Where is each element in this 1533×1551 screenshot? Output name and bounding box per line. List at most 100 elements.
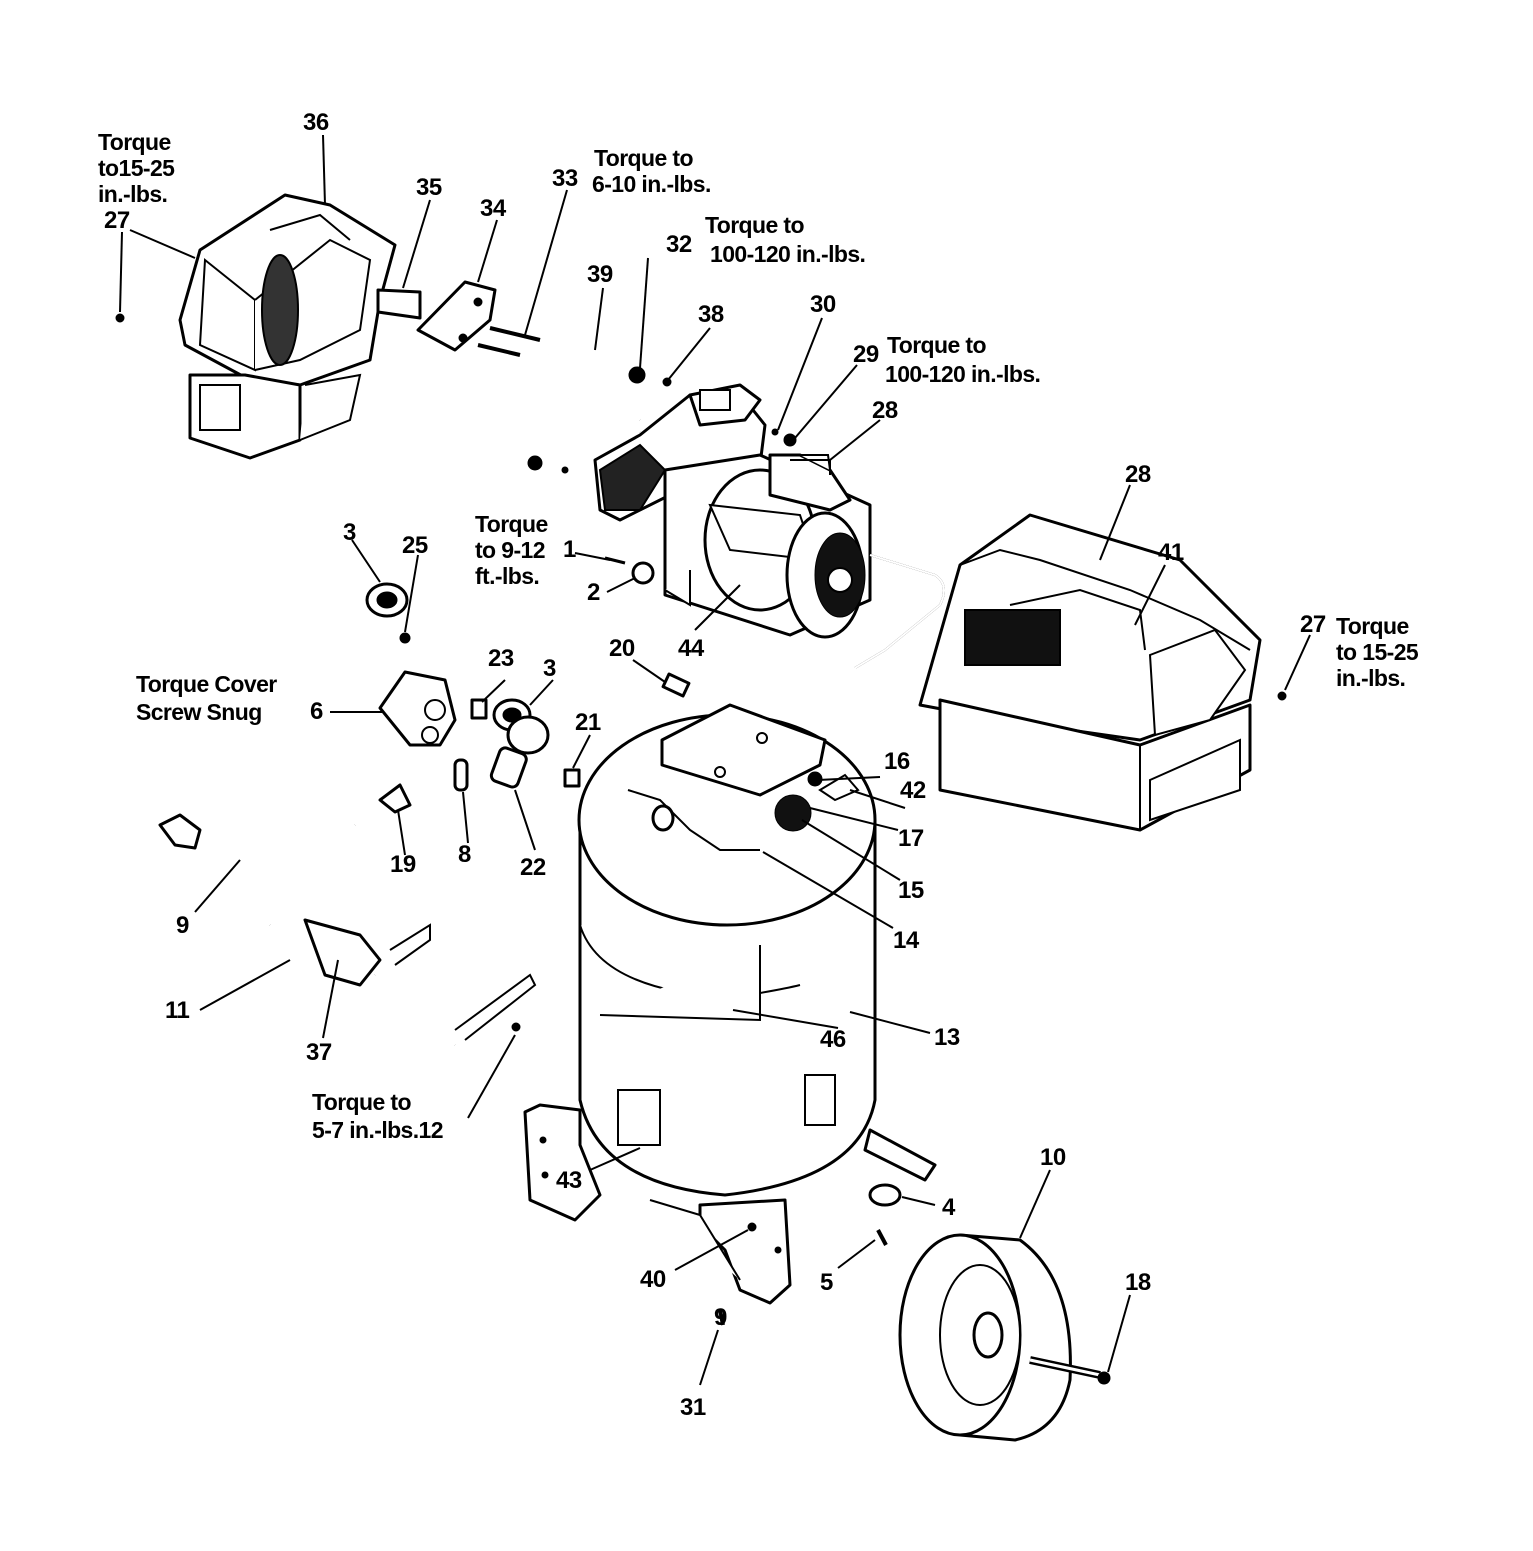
- callout-18: 18: [1125, 1269, 1151, 1296]
- callout-17: 17: [898, 825, 924, 852]
- callout-27-right: 27: [1300, 611, 1326, 638]
- part-29-nut: [783, 433, 797, 447]
- note-top-left-line2: to15-25: [98, 155, 175, 181]
- callout-35: 35: [416, 174, 442, 201]
- callout-2: 2: [587, 579, 600, 606]
- callout-6: 6: [310, 698, 323, 725]
- callout-46: 46: [820, 1026, 846, 1053]
- part-9-power-cord: [158, 813, 356, 882]
- note-right-line1: Torque: [1336, 613, 1409, 639]
- callout-34: 34: [480, 195, 507, 222]
- part-39-tube: [543, 347, 641, 422]
- callout-14: 14: [893, 927, 920, 954]
- part-30-pin: [771, 428, 779, 436]
- part-5-bolt: [876, 1229, 888, 1246]
- callout-22: 22: [520, 854, 546, 881]
- note-1-line3: ft.-lbs.: [475, 563, 539, 589]
- callout-15: 15: [898, 877, 924, 904]
- callout-38: 38: [698, 301, 724, 328]
- callout-43: 43: [556, 1167, 582, 1194]
- callout-21: 21: [575, 709, 601, 736]
- callout-20: 20: [609, 635, 635, 662]
- part-8-nipple: [453, 758, 469, 792]
- left-shroud-drawing: [178, 193, 397, 460]
- part-33-bolts: [477, 326, 541, 357]
- part-22-regulator: [489, 715, 550, 789]
- note-right-line3: in.-lbs.: [1336, 665, 1405, 691]
- callout-9: 9: [176, 912, 189, 939]
- callout-44: 44: [678, 635, 705, 662]
- tank-drawing: [577, 703, 877, 1197]
- part-23-plug: [470, 698, 488, 720]
- note-top-left-line3: in.-lbs.: [98, 181, 167, 207]
- callout-27-left: 27: [104, 207, 130, 234]
- part-4-foot: [868, 1183, 902, 1207]
- callout-33: 33: [552, 165, 578, 192]
- callout-11: 11: [165, 997, 190, 1024]
- callout-25: 25: [402, 532, 428, 559]
- callout-5: 5: [820, 1269, 833, 1296]
- callout-29: 29: [853, 341, 879, 368]
- part-19-valve: [378, 783, 412, 814]
- callout-8: 8: [458, 841, 471, 868]
- note-top-left-line1: Torque: [98, 129, 171, 155]
- part-20-clip: [661, 672, 691, 698]
- callout-19: 19: [390, 851, 416, 878]
- part-31-bolt: [718, 1309, 725, 1326]
- note-32-line2: 100-120 in.-lbs.: [710, 241, 865, 267]
- part-3-fitting-upper: [365, 582, 409, 618]
- note-12-line1: Torque to: [312, 1089, 411, 1115]
- callout-4: 4: [942, 1194, 956, 1221]
- part-27-screw-left: [115, 313, 125, 323]
- part-35-plate: [376, 288, 422, 320]
- note-29-line2: 100-120 in.-lbs.: [885, 361, 1040, 387]
- part-11-handle: [259, 895, 537, 1046]
- part-2-nut: [631, 561, 655, 585]
- callout-28-shroud: 28: [1125, 461, 1151, 488]
- note-1-line2: to 9-12: [475, 537, 545, 563]
- callout-3-lower: 3: [543, 655, 556, 682]
- note-right-line2: to 15-25: [1336, 639, 1419, 665]
- callout-3-upper: 3: [343, 519, 356, 546]
- callout-42: 42: [900, 777, 926, 804]
- note-12-line2: 5-7 in.-lbs.12: [312, 1117, 443, 1143]
- callout-31: 31: [680, 1394, 706, 1421]
- tank-base-drawing: [523, 1103, 937, 1305]
- part-18-axle-bolt: [1029, 1356, 1111, 1385]
- torque-notes: Torque to15-25 in.-lbs. Torque to 6-10 i…: [98, 129, 1420, 1143]
- part-27-screw-right: [1277, 691, 1287, 701]
- callout-9-lower: 9: [714, 1304, 727, 1331]
- part-6-pressure-switch: [378, 670, 457, 747]
- note-cover-line1: Torque Cover: [136, 671, 277, 697]
- note-33-line1: Torque to: [594, 145, 693, 171]
- note-cover-line2: Screw Snug: [136, 699, 262, 725]
- callout-36: 36: [303, 109, 329, 136]
- callout-1: 1: [563, 536, 576, 563]
- callout-37: 37: [306, 1039, 332, 1066]
- callout-10: 10: [1040, 1144, 1066, 1171]
- note-33-line2: 6-10 in.-lbs.: [592, 171, 711, 197]
- part-32-nut: [628, 366, 646, 384]
- callout-numbers: 36 35 34 33 39 32 38 30 29 28 28 41 27 2…: [104, 109, 1326, 1421]
- callout-16: 16: [884, 748, 910, 775]
- leader-lines: [119, 134, 1311, 1386]
- callout-39: 39: [587, 261, 613, 288]
- note-29-line1: Torque to: [887, 332, 986, 358]
- callout-23: 23: [488, 645, 514, 672]
- note-1-line1: Torque: [475, 511, 548, 537]
- part-21-plug: [563, 768, 581, 788]
- callout-41: 41: [1158, 539, 1184, 566]
- note-32-line1: Torque to: [705, 212, 804, 238]
- callout-30: 30: [810, 291, 836, 318]
- callout-13: 13: [934, 1024, 960, 1051]
- part-34-plate: [416, 280, 497, 352]
- pump-motor-assembly-drawing: [593, 383, 945, 690]
- callout-32: 32: [666, 231, 692, 258]
- part-10-wheel: [898, 1233, 1072, 1442]
- callout-28-pump: 28: [872, 397, 898, 424]
- outlet-tube-drawing: [488, 398, 641, 474]
- part-25-nut: [399, 632, 411, 644]
- callout-40: 40: [640, 1266, 666, 1293]
